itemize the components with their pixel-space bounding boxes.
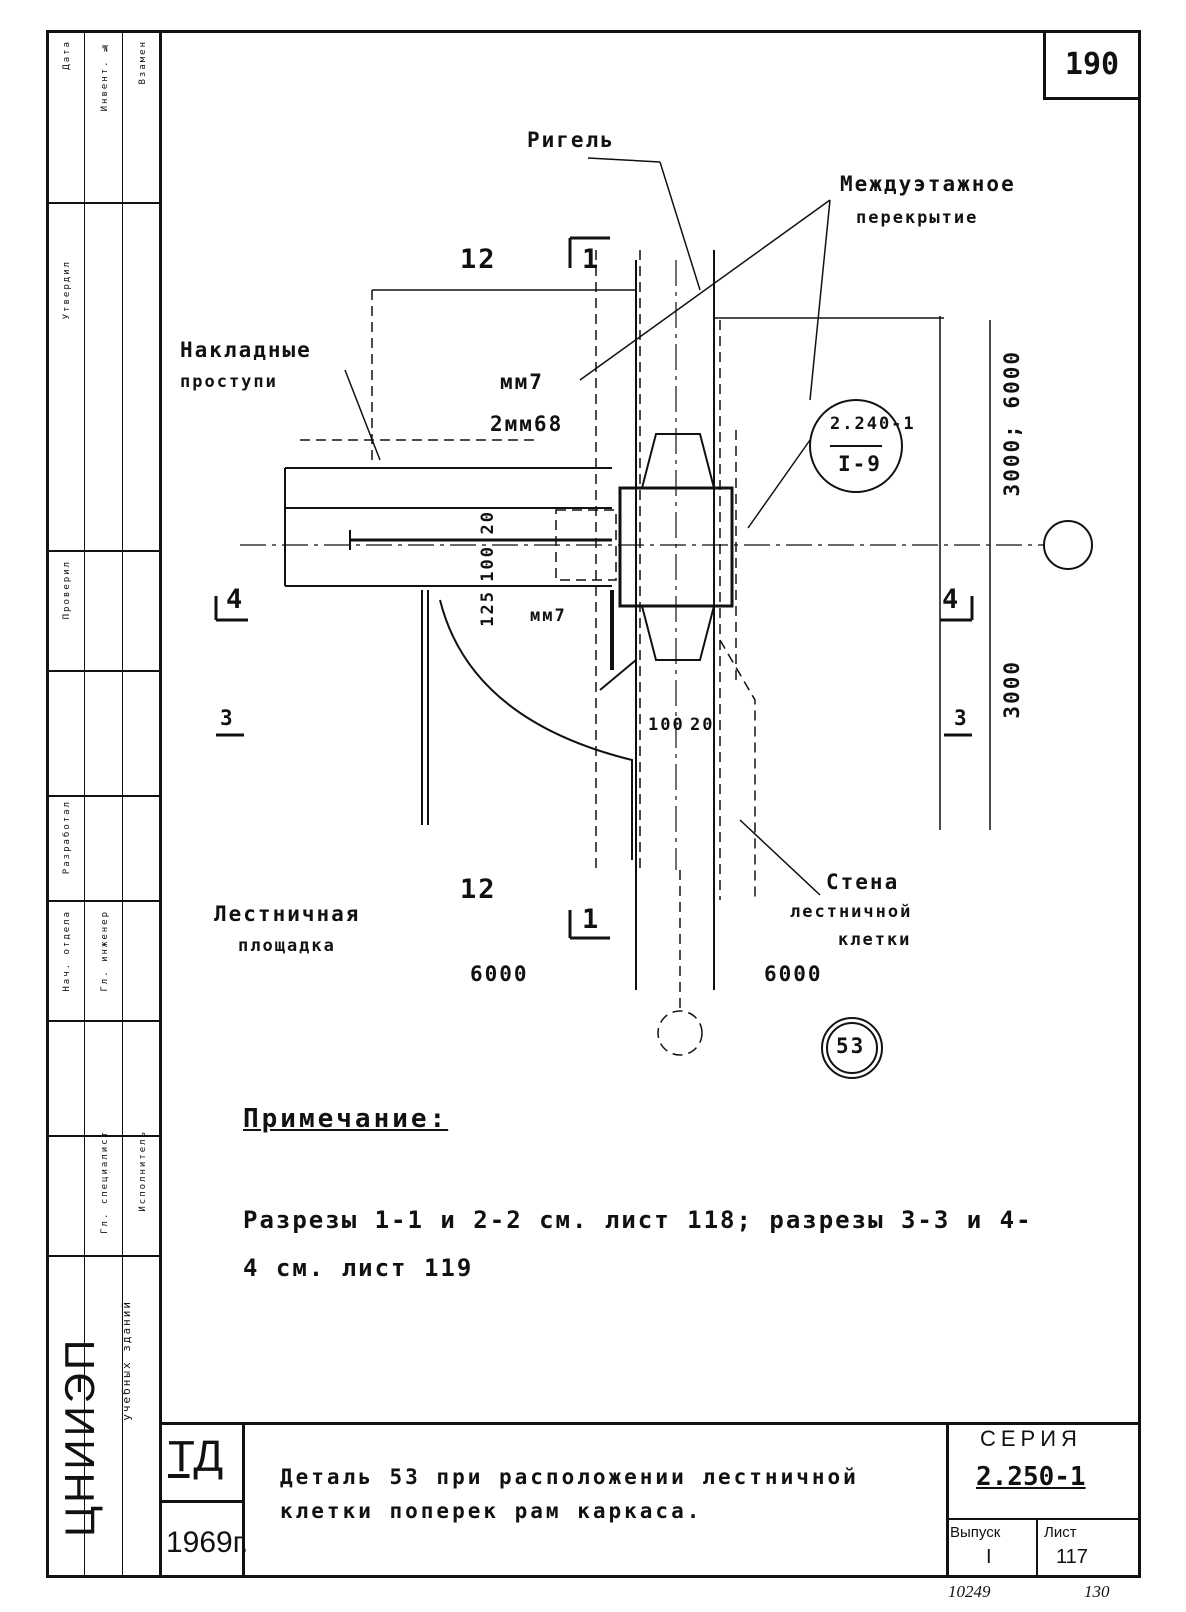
label-section-3-right: 3 (954, 706, 969, 730)
title-block-rule (946, 1518, 1141, 1520)
archive-number: 10249 (948, 1582, 991, 1601)
sheet-frame (46, 30, 1141, 1578)
leader-treads (344, 369, 381, 461)
leader-rigel (587, 157, 661, 163)
leader-rigel (659, 161, 701, 291)
capital-bottom (640, 605, 716, 661)
page-counter: 130 (1084, 1582, 1110, 1601)
sidebar-rule (46, 1020, 159, 1022)
stair-stringer (439, 599, 633, 860)
label-dim-100-b: 100 (648, 715, 685, 735)
sidebar-rule (46, 670, 159, 672)
axis-bubble (1043, 520, 1093, 570)
title-block-divider (946, 1422, 949, 1578)
note-title: Примечание: (243, 1104, 449, 1134)
label-mm7-top: мм7 (500, 370, 544, 394)
label-node-bottom: I-9 (838, 452, 882, 476)
label-wall-3: клетки (838, 930, 912, 950)
bracket (599, 659, 637, 691)
label-dim-vertical-top: 3000; 6000 (1000, 350, 1024, 497)
label-dim-vertical-bottom: 3000 (1000, 660, 1024, 719)
title-block-divider (1036, 1518, 1038, 1578)
label-rigel: Ригель (527, 128, 615, 152)
leader-floor (809, 199, 831, 401)
leader-floor (579, 199, 831, 381)
label-section-4-left: 4 (226, 584, 245, 615)
td-mark: ТД (168, 1432, 224, 1481)
label-span-right: 6000 (764, 962, 823, 986)
label-landing-2: площадка (238, 936, 336, 956)
sidebar-rule (46, 1255, 159, 1257)
label-node-top: 2.240-1 (830, 414, 916, 434)
label-wall-1: Стена (826, 870, 900, 894)
sheet-title-line-1: Деталь 53 при расположении лестничной (280, 1465, 859, 1489)
axis-bubble-dashed (657, 1010, 703, 1056)
detail-number-circle-inner (826, 1022, 878, 1074)
detail-number-circle (821, 1017, 883, 1079)
sheet-number: 190 (1043, 32, 1138, 100)
label-dim-125: 125 (478, 590, 498, 627)
sidebar-rule (46, 202, 159, 204)
sidebar-rule (46, 1135, 159, 1137)
series-code: 2.250-1 (976, 1462, 1086, 1492)
sheet-value: 117 (1056, 1546, 1088, 1568)
label-section-1-top: 1 (582, 244, 601, 275)
label-dim-20-b: 20 (690, 715, 715, 735)
title-block-rule (160, 1500, 242, 1503)
sidebar-divider (122, 30, 123, 1578)
label-axis-12-bottom: 12 (460, 874, 497, 905)
leader-wall (739, 819, 821, 896)
label-landing-1: Лестничная (214, 902, 361, 926)
hidden-line (719, 639, 756, 900)
series-label: СЕРИЯ (980, 1426, 1082, 1451)
issue-label: Выпуск (950, 1524, 1001, 1541)
label-floor-1: Междуэтажное (840, 172, 1016, 196)
issue-value: I (986, 1546, 992, 1568)
label-section-3-left: 3 (220, 706, 235, 730)
label-treads-2: проступи (180, 372, 278, 392)
note-text: Разрезы 1-1 и 2-2 см. лист 118; разрезы … (243, 1206, 1033, 1282)
label-section-4-right: 4 (942, 584, 961, 615)
sidebar-rule (46, 795, 159, 797)
sidebar-divider (84, 30, 85, 1578)
label-treads-1: Накладные (180, 338, 312, 362)
label-floor-2: перекрытие (856, 208, 979, 228)
label-axis-12-top: 12 (460, 244, 497, 275)
leader-node (747, 439, 811, 529)
title-block-divider (242, 1422, 245, 1578)
label-dim-20: 20 (478, 510, 498, 535)
sheet-label: Лист (1044, 1524, 1077, 1541)
sidebar-rule (46, 900, 159, 902)
sheet-title-line-2: клетки поперек рам каркаса. (280, 1499, 703, 1523)
label-mm7-bottom: мм7 (530, 606, 567, 626)
label-span-left: 6000 (470, 962, 529, 986)
label-wall-2: лестничной (790, 902, 913, 922)
stamp-sidebar (46, 30, 162, 1578)
label-detail-number: 53 (836, 1034, 866, 1058)
sidebar-rule (46, 550, 159, 552)
label-section-1-bottom: 1 (582, 904, 601, 935)
title-block: ТД 1969г. Деталь 53 при расположении лес… (160, 1422, 1141, 1578)
year: 1969г. (166, 1526, 249, 1559)
title-block-rule (160, 1422, 1141, 1425)
label-dim-100: 100 (478, 545, 498, 582)
capital-top (640, 433, 716, 489)
label-2mm68: 2мм68 (490, 412, 564, 436)
node-reference-circle (809, 399, 903, 493)
